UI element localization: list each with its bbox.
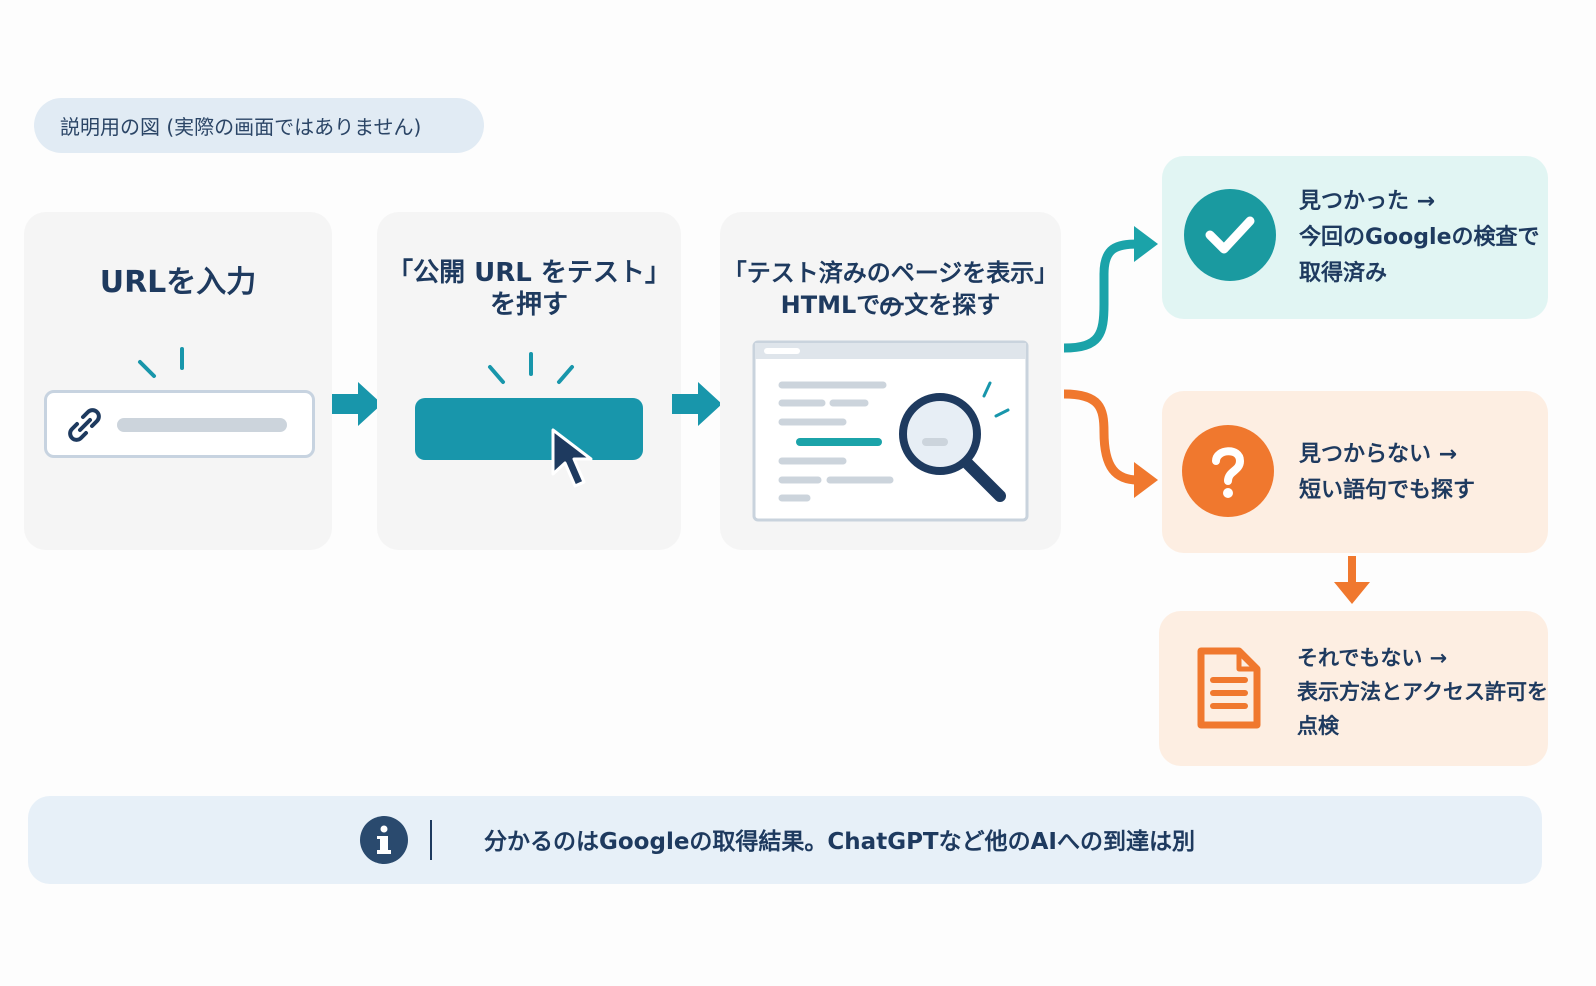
info-note: 分かるのはGoogleの取得結果。ChatGPTなど他のAIへの到達は別	[28, 796, 1542, 884]
step-enter-url: URLを入力	[24, 212, 332, 550]
result-not-found-text: 見つからない → 短い語句でも探す	[1299, 437, 1475, 509]
question-circle	[1182, 425, 1274, 517]
question-icon	[1212, 447, 1245, 498]
branch-arrows	[1063, 226, 1158, 498]
check-icon	[1205, 216, 1255, 254]
step-1-title: URLを入力	[99, 265, 257, 300]
result-still-not-found-line2: 表示方法とアクセス許可を	[1297, 680, 1548, 704]
illustration-label-text: 説明用の図 (実際の画面ではありません)	[60, 115, 422, 139]
step-view-tested-page: 「テスト済みのページを表示」の HTMLで一文を探す	[720, 212, 1061, 550]
result-still-not-found-line3: 点検	[1297, 714, 1339, 738]
magnifier-icon	[899, 381, 1010, 502]
result-still-not-found-text: それでもない → 表示方法とアクセス許可を 点検	[1297, 641, 1548, 743]
browser-window-illustration	[752, 340, 1029, 522]
result-found-line2: 今回のGoogleの検査で	[1299, 225, 1540, 250]
step-3-title-line2: HTMLで一文を探す	[780, 291, 1001, 319]
result-found: 見つかった → 今回のGoogleの検査で 取得済み	[1162, 156, 1548, 319]
step-2-title-line1: 「公開 URL をテスト」	[387, 258, 671, 288]
result-found-text: 見つかった → 今回のGoogleの検査で 取得済み	[1299, 184, 1540, 292]
document-icon	[1197, 647, 1261, 729]
result-not-found-line2: 短い語句でも探す	[1299, 478, 1476, 503]
info-note-text: 分かるのはGoogleの取得結果。ChatGPTなど他のAIへの到達は別	[484, 829, 1195, 855]
result-found-line1: 見つかった →	[1299, 189, 1436, 214]
link-icon	[68, 408, 101, 442]
info-icon	[360, 816, 408, 864]
result-not-found-line1: 見つからない →	[1299, 442, 1458, 467]
result-found-line3: 取得済み	[1299, 261, 1388, 286]
test-live-url-button[interactable]	[415, 398, 643, 460]
url-input[interactable]	[44, 390, 315, 458]
arrow-right-icon	[332, 382, 382, 426]
arrow-right-icon	[672, 382, 722, 426]
info-divider	[430, 820, 432, 860]
check-circle	[1184, 189, 1276, 281]
arrow-down-icon	[1334, 556, 1370, 604]
step-2-title-line2: を押す	[489, 290, 568, 320]
sparkle-icon	[488, 352, 574, 384]
url-placeholder-bar	[117, 418, 287, 432]
step-public-url-test: 「公開 URL をテスト」 を押す	[377, 212, 681, 550]
step-3-title-line1: 「テスト済みのページを表示」の	[722, 259, 1059, 321]
result-still-not-found-line1: それでもない →	[1297, 646, 1448, 670]
result-not-found: 見つからない → 短い語句でも探す	[1162, 391, 1548, 553]
result-still-not-found: それでもない → 表示方法とアクセス許可を 点検	[1159, 611, 1548, 766]
illustration-label: 説明用の図 (実際の画面ではありません)	[34, 98, 484, 153]
sparkle-icon	[138, 347, 184, 378]
cursor-icon	[551, 428, 593, 488]
